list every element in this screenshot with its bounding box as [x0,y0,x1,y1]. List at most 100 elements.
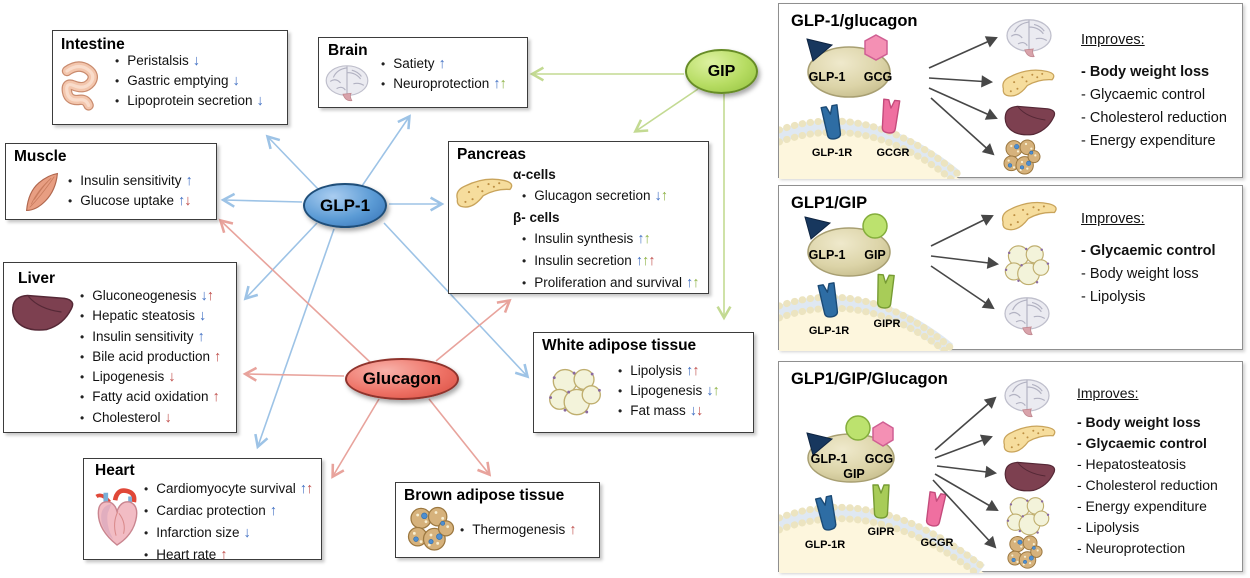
gcgr-receptor-icon [923,491,947,528]
list-item: Fat mass↓↓ [618,401,719,421]
arrow-glucagon-to-pancreas [435,298,512,362]
panel-glp1-glucagon: GLP-1 GCG GLP-1R GCGR GLP-1/glucagon Imp… [778,3,1243,179]
white-adipose-icon [1004,245,1050,286]
arrow-glucagon-to-bat [428,398,492,477]
trend-arrow: ↑ [660,188,668,204]
arrow-glp1-to-brain [361,114,411,187]
ligand-label-glp1: GLP-1 [809,248,846,262]
trend-arrow: ↑ [214,348,221,365]
list-item: Insulin sensitivity↑ [80,327,220,347]
trend-arrow: ↑ [493,76,500,92]
item-text: Thermogenesis [472,522,566,537]
improves-item: - Hepatosteatosis [1077,456,1186,472]
panel3-title: GLP1/GIP/Glucagon [791,370,948,388]
arrow-to-pancreas [930,214,994,247]
trend-arrow: ↑ [306,481,313,497]
improves-item: - Neuroprotection [1077,540,1186,556]
organ-title-bat: Brown adipose tissue [404,487,565,504]
list-item: Cholesterol↓ [80,408,220,428]
beta-cells-header: β- cells [513,210,560,225]
glucagon-label: Glucagon [362,369,442,388]
trend-arrow: ↓ [695,403,703,419]
trend-arrow: ↓ [192,53,200,69]
hormone-node-glp1: GLP-1 [303,183,387,228]
item-text: Lipoprotein secretion [127,93,253,108]
gipr-receptor-icon [875,273,895,310]
panel2-art: GLP-1 GIP GLP-1R GIPR [779,201,1057,351]
improves-title: Improves: [1077,385,1139,401]
trend-arrow: ↓ [184,193,191,209]
trend-arrow: ↑ [499,76,507,92]
hormone-node-glucagon: Glucagon [345,358,459,400]
pancreas-icon [1003,425,1056,453]
trend-arrow: ↓ [689,403,697,419]
list-item: Cardiomyocyte survival↑↑ [144,478,313,500]
list-item: Insulin secretion↑↑↑ [513,250,699,272]
list-item: Fatty acid oxidation↑ [80,387,220,407]
trend-arrow: ↑ [686,275,693,291]
arrow-to-bat [930,97,995,156]
lipid-bilayer-outer [779,293,955,351]
organ-title-liver: Liver [18,270,56,287]
receptor-label-gcgr: GCGR [921,537,954,549]
arrow-glucagon-to-muscle [218,218,372,364]
pancreas-icon [1002,69,1055,97]
arrow-to-brain [934,396,997,451]
trend-arrow: ↑ [712,383,720,399]
lipid-bilayer-inner [779,515,980,573]
ligand-label-glp1: GLP-1 [809,70,846,84]
organ-title-brain: Brain [328,42,368,59]
brown-adipose-icon [1007,535,1043,569]
improves-item: - Body weight loss [1081,64,1210,80]
improves-item: - Body weight loss [1077,414,1201,430]
lipid-bilayer-inner [779,304,949,351]
panel3-art: GLP-1 GCG GIP GLP-1R GIPR GCGR [779,379,1056,573]
arrow-to-wat [930,255,1000,269]
item-text: Lipolysis [630,363,682,378]
organ-box-bat: Brown adipose tissue Thermogenesis↑ [395,482,600,558]
white-adipose-icon [547,363,603,423]
improves-item: - Glycaemic control [1081,243,1216,259]
arrow-to-liver [936,465,998,478]
list-item: Lipogenesis↓↑ [618,381,720,401]
list-item: Glucose uptake↑↓ [68,191,192,211]
intestine-icon [59,56,99,118]
item-text: Cardiac protection [156,503,266,518]
item-text: Insulin synthesis [534,231,634,246]
improves-item: - Glycaemic control [1081,87,1206,103]
receptor-label-glp1r: GLP-1R [809,325,849,337]
white-adipose-icon [1006,497,1050,536]
trend-arrow: ↓ [200,288,208,304]
item-text: Insulin sensitivity [80,173,182,188]
alpha-cells-header: α-cells [513,167,556,182]
list-item: Thermogenesis↑ [460,520,576,540]
receptor-label-glp1r: GLP-1R [812,147,852,159]
list-item: Glucagon secretion↓↑ [513,185,699,207]
item-text: Insulin sensitivity [92,328,194,344]
liver-icon [10,287,78,337]
improves-item: - Cholesterol reduction [1081,110,1227,126]
trend-arrow: ↑ [197,328,205,345]
panel3-improves: Improves: - Body weight loss - Glycaemic… [1077,383,1218,559]
arrow-to-pancreas [934,434,993,459]
membrane-band [779,120,961,179]
ligand-label-gip: GIP [864,248,886,262]
panel-glp1-gip: GLP-1 GIP GLP-1R GIPR GLP1/GIP Improves:… [778,185,1243,351]
cell-interior [779,123,959,179]
arrow-glp1-to-intestine [265,134,319,190]
item-text: Infarction size [156,525,240,540]
improves-item: - Energy expenditure [1077,498,1207,514]
panel2-improves: Improves: - Glycaemic control - Body wei… [1081,208,1216,309]
brain-icon [1004,379,1050,418]
list-item: Insulin sensitivity↑ [68,171,193,191]
item-text: Satiety [393,56,435,71]
coagonist-molecule [807,46,891,98]
organ-box-brain: Brain Satiety↑ Neuroprotection↑↑ [318,37,528,108]
improves-item: - Glycaemic control [1077,435,1207,451]
receptor-label-gipr: GIPR [868,526,895,538]
list-item: Hepatic steatosis↓ [80,306,220,326]
panel1-art: GLP-1 GCG GLP-1R GCGR [779,19,1056,179]
organ-box-intestine: Intestine Peristalsis↓ Gastric emptying↓… [52,30,288,125]
list-item: Gluconeogenesis↓↑ [80,286,220,306]
brain-icon [323,62,371,104]
